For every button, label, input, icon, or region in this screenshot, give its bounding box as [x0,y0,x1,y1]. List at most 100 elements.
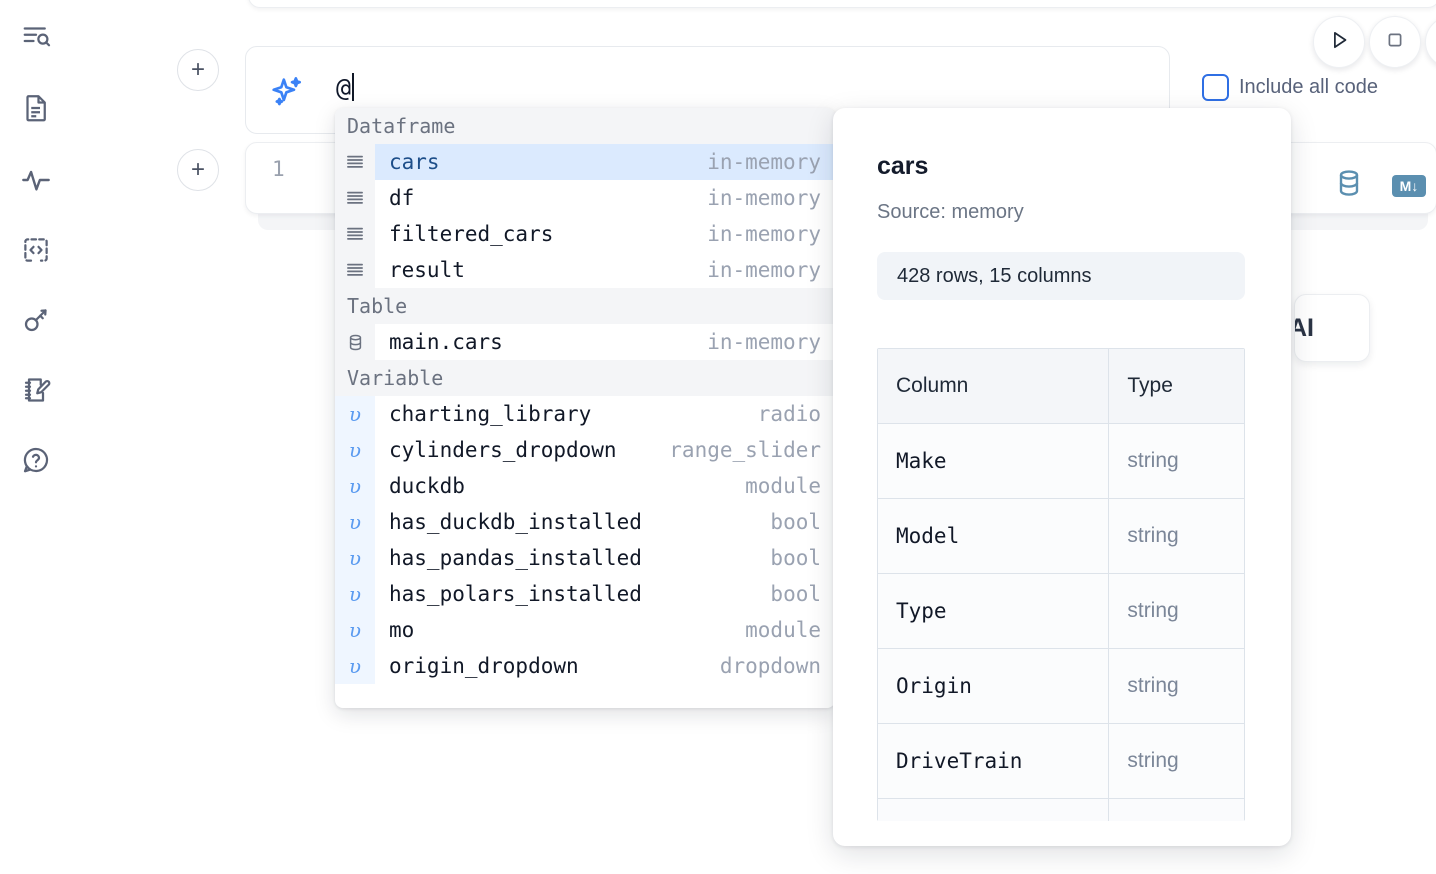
autocomplete-item-type: bool [770,510,821,534]
preview-column-name: Origin [878,649,1110,723]
autocomplete-item-name: filtered_cars [389,222,554,246]
preview-column-type: string [1109,724,1244,798]
autocomplete-item-type: module [745,618,821,642]
stop-square-icon [1383,28,1407,57]
outline-search-icon [21,21,51,51]
sidebar-item-secrets[interactable] [14,298,58,342]
dataframe-icon [335,180,375,216]
autocomplete-item[interactable]: filtered_cars in-memory [335,216,835,252]
key-icon [21,305,51,335]
autocomplete-item-body: filtered_cars in-memory [375,216,835,252]
sidebar-item-help[interactable] [14,438,58,482]
autocomplete-item-type: bool [770,582,821,606]
ai-prompt-input[interactable]: @ [336,73,355,102]
autocomplete-item-name: has_duckdb_installed [389,510,642,534]
markdown-badge[interactable]: M↓ [1392,174,1426,197]
run-cell-button[interactable] [1313,16,1365,68]
autocomplete-item-body: charting_library radio [375,396,835,432]
autocomplete-item-type: dropdown [719,654,821,678]
notebook-edit-icon [21,375,51,405]
autocomplete-item-name: charting_library [389,402,592,426]
preview-column-name: Make [878,424,1110,498]
sidebar-item-outline[interactable] [14,14,58,58]
autocomplete-item-body: has_duckdb_installed bool [375,504,835,540]
autocomplete-item-name: result [389,258,465,282]
sidebar-item-scratchpad[interactable] [14,368,58,412]
preview-table-row-clipped [878,799,1244,821]
sidebar-item-snippets[interactable] [14,228,58,272]
preview-column-type: string [1109,499,1244,573]
previous-cell-stub [248,0,1436,8]
include-all-code-label: Include all code [1239,76,1378,98]
autocomplete-item-type: in-memory [707,330,821,354]
stop-cell-button[interactable] [1369,16,1421,68]
dataframe-preview-popover: cars Source: memory 428 rows, 15 columns… [833,108,1291,846]
text-caret [352,73,355,101]
autocomplete-item-type: range_slider [669,438,821,462]
dataframe-icon [335,252,375,288]
help-question-icon [21,445,51,475]
preview-column-type: string [1109,424,1244,498]
more-actions-button[interactable] [1425,16,1436,68]
autocomplete-item[interactable]: result in-memory [335,252,835,288]
add-cell-button-bottom[interactable]: + [177,149,219,191]
autocomplete-item-type: bool [770,546,821,570]
sparkles-icon [268,73,306,116]
variable-icon: υ [335,540,375,576]
include-all-code-row[interactable]: Include all code [1202,74,1378,101]
code-cell-icon-group: M↓ [1334,168,1426,203]
autocomplete-group-header: Variable [335,360,835,396]
include-all-code-checkbox[interactable] [1202,74,1229,101]
preview-summary: 428 rows, 15 columns [877,252,1245,300]
autocomplete-item[interactable]: υ charting_library radio [335,396,835,432]
preview-column-name: DriveTrain [878,724,1110,798]
autocomplete-item-type: module [745,474,821,498]
variable-icon: υ [335,576,375,612]
autocomplete-item-type: in-memory [707,258,821,282]
autocomplete-item-type: in-memory [707,222,821,246]
preview-column-name: Type [878,574,1110,648]
sidebar-item-files[interactable] [14,86,58,130]
preview-title: cars [877,152,929,180]
sidebar-item-activity[interactable] [14,158,58,202]
preview-column-type [1109,799,1244,821]
activity-pulse-icon [20,164,52,196]
variable-icon: υ [335,396,375,432]
autocomplete-item-type: radio [757,402,821,426]
code-snippet-icon [21,235,51,265]
preview-source: Source: memory [877,201,1024,223]
variable-icon: υ [335,432,375,468]
dataframe-icon [335,216,375,252]
autocomplete-item-type: in-memory [707,150,821,174]
autocomplete-item-body: result in-memory [375,252,835,288]
preview-table-header-cell: Type [1127,374,1173,397]
dataframe-icon [335,144,375,180]
preview-column-type: string [1109,574,1244,648]
add-cell-button-top[interactable]: + [177,49,219,91]
autocomplete-group-header: Dataframe [335,108,835,144]
ai-chip[interactable]: AI [1294,294,1370,362]
database-icon[interactable] [1334,168,1364,203]
database-icon [335,324,375,360]
